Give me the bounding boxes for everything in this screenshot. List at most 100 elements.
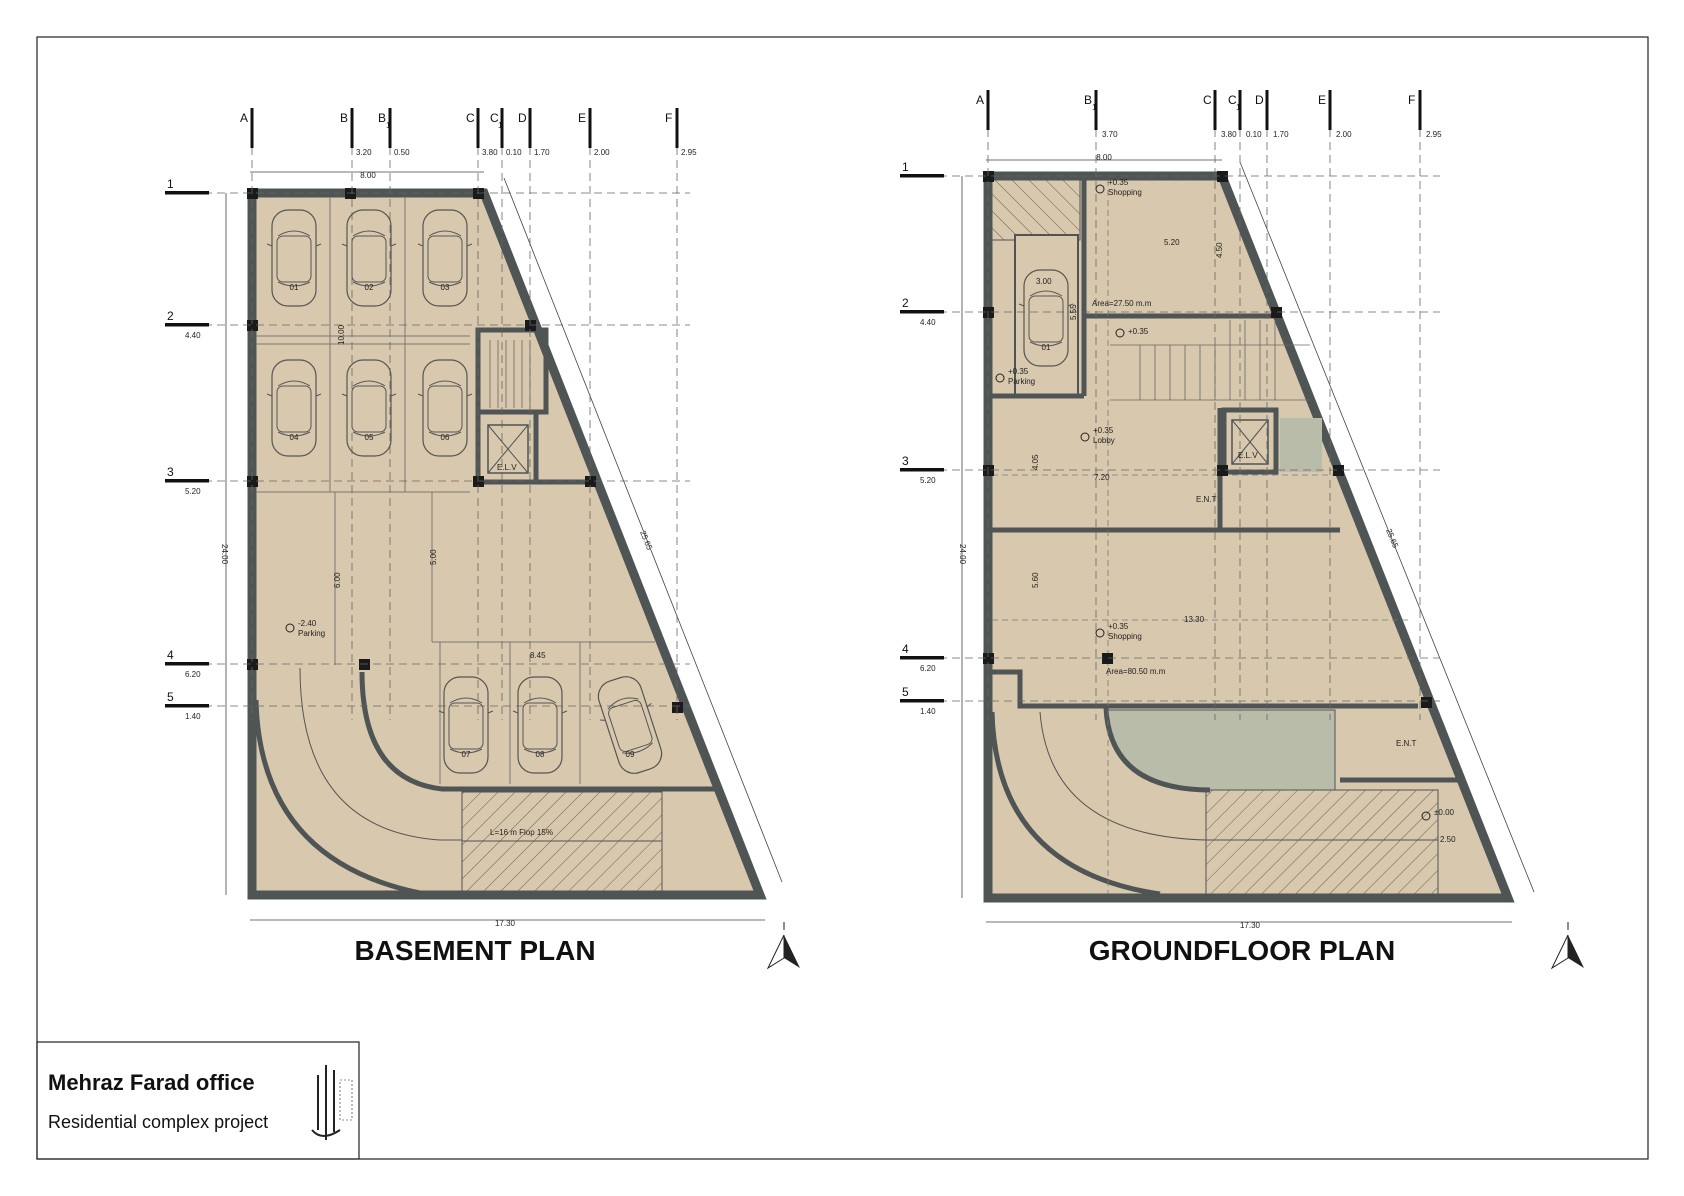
dim-text: 4.50 [1215,242,1224,258]
car-number: 09 [626,750,635,759]
grid-marker [165,323,209,327]
title-block [36,1041,360,1160]
level-marker-icon [285,623,295,633]
dim-text: 5.55 [1069,304,1078,320]
grid-subscript: 1 [498,121,503,130]
row-dim: 5.20 [185,487,201,496]
grid-letter: F [1408,93,1415,107]
grid-letter: C [1203,93,1212,107]
level-marker-icon [1421,811,1431,821]
column-dim: 2.95 [1426,130,1442,139]
car-number: 01 [1042,343,1051,352]
dim-text: 5.00 [429,549,438,565]
column-dim: 0.10 [1246,130,1262,139]
grid-letter: B [340,111,348,125]
grid-letter: C [490,111,499,125]
grid-letter: B [378,111,386,125]
level-marker-icon [1095,628,1105,638]
level-text: +0.35 [1108,622,1129,631]
car-number: 08 [536,750,545,759]
grid-marker [1094,90,1098,130]
grid-letter: D [1255,93,1264,107]
level-text: +0.35 [1128,327,1149,336]
grid-letter: D [518,111,527,125]
grid-subscript: 1 [1236,103,1241,112]
level-text: +0.35 [1108,178,1129,187]
car-number: 04 [290,433,299,442]
car-number: 05 [365,433,374,442]
room-label: Lobby [1093,436,1115,445]
row-number: 5 [902,685,909,699]
plan-title: GROUNDFLOOR PLAN [1089,935,1395,966]
dim-text: 5.60 [1031,572,1040,588]
dim-text: 24.00 [958,544,967,565]
basement-plan [247,188,767,900]
column-dim: 3.20 [356,148,372,157]
row-number: 1 [167,177,174,191]
area-label: Area=80.50 m.m [1106,667,1166,676]
grid-letter: C [466,111,475,125]
grid-marker [388,108,392,148]
level-marker-icon [1095,184,1105,194]
grid-letter: A [976,93,984,107]
level-marker-icon [1115,328,1125,338]
office-name: Mehraz Farad office [48,1070,255,1095]
room-label: Shopping [1108,632,1142,641]
grid-marker [165,704,209,708]
grid-marker [528,108,532,148]
car-number: 06 [441,433,450,442]
grid-letter: E [1318,93,1326,107]
column-dim: 2.95 [681,148,697,157]
grid-marker [1328,90,1332,130]
sheet-border [36,36,1649,1160]
dim-text: 17.30 [495,919,516,928]
column-icon [247,188,258,199]
ramp-label: L=16 m Flop 15% [490,828,553,837]
level-text: +0.35 [1008,367,1029,376]
dim-text: 4.05 [1031,454,1040,470]
car-number: 03 [441,283,450,292]
dim-text: 24.00 [220,544,229,565]
grid-marker [900,174,944,178]
room-label: Parking [298,629,325,638]
grid-marker [1238,90,1242,130]
row-number: 1 [902,160,909,174]
room-label: Shopping [1108,188,1142,197]
level-marker-icon [995,373,1005,383]
column-dim: 1.70 [1273,130,1289,139]
elevator-label: E.L.V [1238,451,1258,460]
office-logo-icon [311,1065,353,1140]
grid-marker [675,108,679,148]
column-dim: 3.80 [1221,130,1237,139]
car-number: 07 [462,750,471,759]
column-dim: 2.00 [1336,130,1352,139]
grid-marker [900,310,944,314]
dim-text: 25.65 [638,529,654,551]
grid-marker [986,90,990,130]
grid-marker [900,699,944,703]
grid-marker [1418,90,1422,130]
room-label: E.N.T [1196,495,1217,504]
row-number: 2 [167,309,174,323]
grid-marker [476,108,480,148]
row-dim: 1.40 [185,712,201,721]
car-number: 02 [365,283,374,292]
dim-text: 17.30 [1240,921,1261,930]
row-number: 3 [167,465,174,479]
dim-text: 5.20 [1164,238,1180,247]
grid-letter: A [240,111,248,125]
row-number: 2 [902,296,909,310]
row-dim: 6.20 [920,664,936,673]
row-number: 3 [902,454,909,468]
grid-subscript: 1 [386,121,391,130]
grid-marker [900,656,944,660]
grid-letter: E [578,111,586,125]
grid-letter: B [1084,93,1092,107]
row-dim: 4.40 [920,318,936,327]
dim-text: 2.50 [1440,835,1456,844]
dim-text: 8.00 [360,171,376,180]
level-text: ±0.00 [1434,808,1455,817]
row-dim: 5.20 [920,476,936,485]
